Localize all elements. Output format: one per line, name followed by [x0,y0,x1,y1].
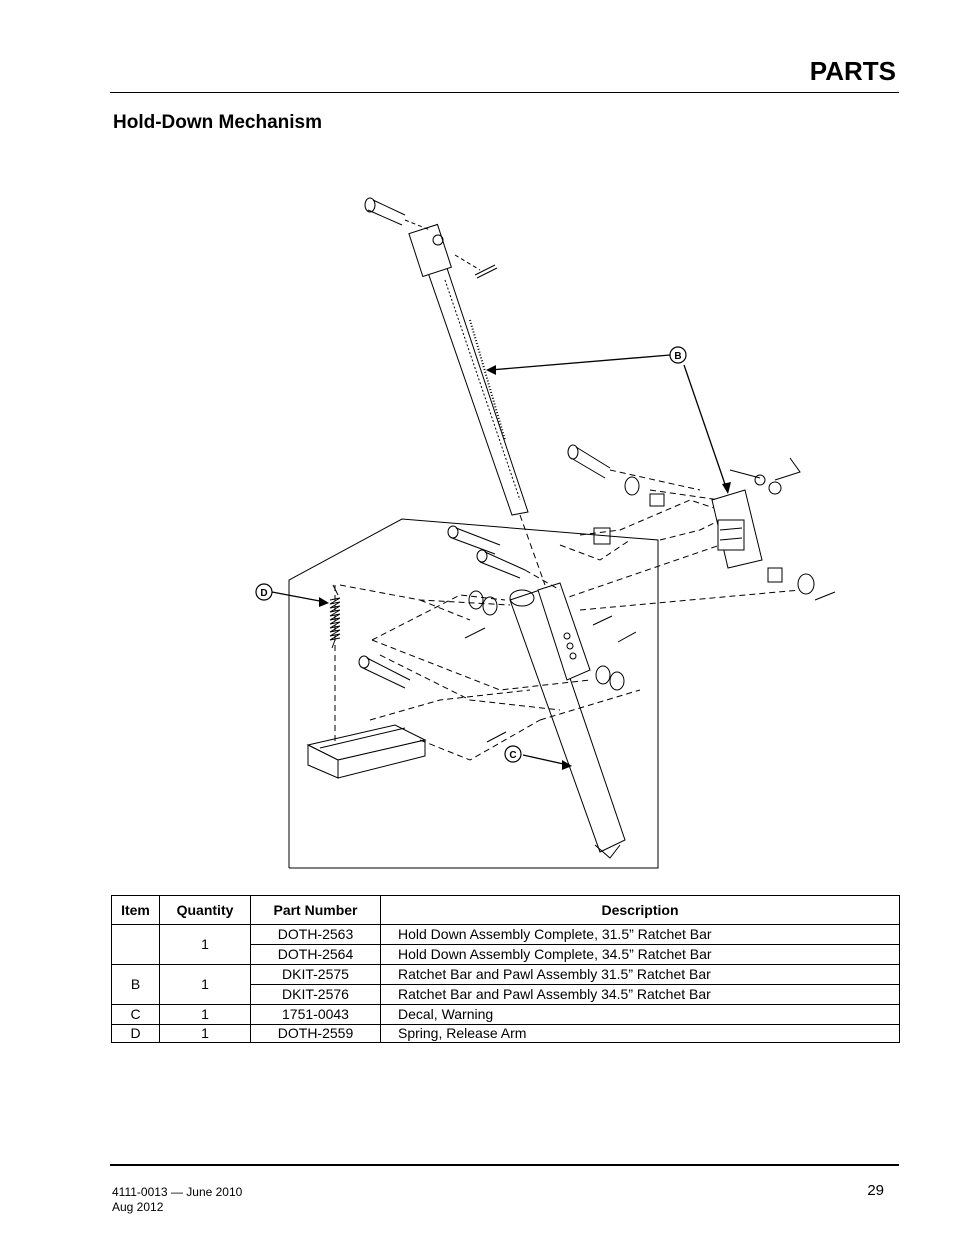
quantity-cell: 1 [159,924,251,965]
callout-d-label: D [260,588,267,599]
assembly-lines-inset [334,569,641,761]
part-number-cell: 1751-0043 [250,1004,381,1025]
table-row: DOTH-2564 Hold Down Assembly Complete, 3… [112,944,900,965]
callout-c-label: C [509,750,516,761]
pins-inset [358,525,637,743]
column-header-item: Item [111,895,160,925]
parts-table: Item Quantity Part Number Description 1 … [111,895,900,1043]
section-title: Hold-Down Mechanism [113,112,323,133]
item-cell: B [111,964,160,1005]
table-row: C 1 1751-0043 Decal, Warning [111,1004,900,1025]
part-number-cell: DOTH-2559 [250,1024,381,1043]
table-row: B 1 DKIT-2575 Ratchet Bar and Pawl Assem… [111,964,900,1005]
inset-frame [288,518,659,869]
mounting-bracket [306,724,427,779]
part-number-cell: DOTH-2563 [250,924,381,945]
part-number-cell: DKIT-2576 [250,984,381,1005]
description-cell: Ratchet Bar and Pawl Assembly 31.5” Ratc… [380,964,900,985]
item-cell: C [111,1004,160,1025]
quantity-cell: 1 [159,1004,251,1025]
clevis-pin-top [364,197,431,231]
footer-doc-number: 4111-0013 — June 2010 [112,1185,243,1199]
callout-c: C [504,745,522,763]
washer-right-lower [767,567,836,601]
description-cell: Hold Down Assembly Complete, 34.5” Ratch… [380,944,900,965]
part-number-cell: DOTH-2564 [250,944,381,965]
exploded-parts-diagram: B C D [255,197,836,869]
item-cell: D [111,1024,160,1043]
callout-b: B [669,346,687,364]
table-header-row: Item Quantity Part Number Description [111,895,900,925]
table-row: 1 DOTH-2563 Hold Down Assembly Complete,… [111,924,900,965]
footer-doc-info: 4111-0013 — June 2010 Aug 2012 [112,1185,242,1215]
quantity-cell: 1 [159,964,251,1005]
item-cell [111,924,160,965]
hold-down-cylinder [509,582,626,859]
ratchet-bar [408,223,529,516]
page-header-title: PARTS [809,56,896,86]
header-divider [110,92,899,93]
description-cell: Hold Down Assembly Complete, 31.5” Ratch… [380,924,900,945]
description-cell: Ratchet Bar and Pawl Assembly 34.5” Ratc… [380,984,900,1005]
clevis-pin-right [567,444,665,507]
description-cell: Spring, Release Arm [380,1024,900,1043]
table-row: D 1 DOTH-2559 Spring, Release Arm [111,1024,900,1043]
callout-leaders [271,354,728,766]
description-cell: Decal, Warning [380,1004,900,1025]
quantity-cell: 1 [159,1024,251,1043]
assembly-lines-upper [519,469,801,611]
callout-d: D [255,583,273,601]
cotter-pin-top [454,254,498,279]
page-number: 29 [867,1182,884,1199]
pawl-assembly [711,457,801,569]
table-row: DKIT-2576 Ratchet Bar and Pawl Assembly … [112,984,900,1005]
column-header-part-number: Part Number [250,895,381,925]
part-number-cell: DKIT-2575 [250,964,381,985]
footer-divider [110,1164,899,1166]
callout-b-label: B [674,351,681,362]
footer-revision: Aug 2012 [112,1200,164,1214]
column-header-quantity: Quantity [159,895,251,925]
column-header-description: Description [380,895,900,925]
